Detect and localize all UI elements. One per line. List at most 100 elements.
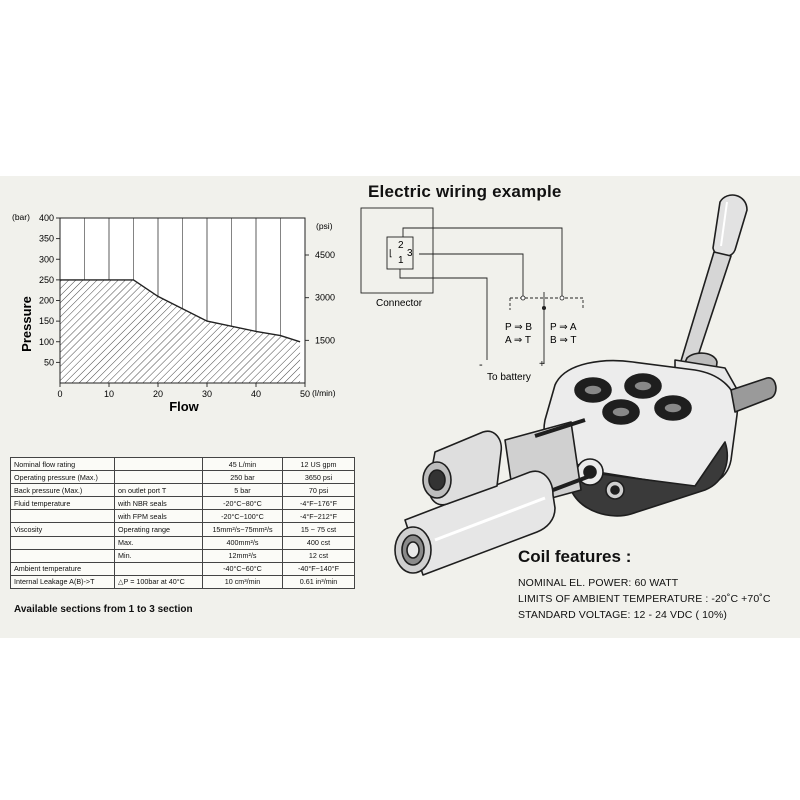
switch-dashed-frame — [510, 297, 584, 310]
spec-param: Internal Leakage A(B)->T — [10, 574, 115, 589]
connector-pin-3: 3 — [407, 248, 413, 259]
x-tick-label: 40 — [251, 389, 261, 399]
side-fitting — [730, 377, 777, 413]
coil-title: Coil features : — [518, 547, 632, 566]
sections-note: Available sections from 1 to 3 section — [14, 604, 193, 615]
x-tick-label: 20 — [153, 389, 163, 399]
connector-label: Connector — [376, 298, 423, 309]
connector-pin-2: 2 — [398, 240, 404, 251]
battery-minus: - — [479, 359, 483, 371]
spec-condition: △P = 100bar at 40°C — [114, 574, 203, 589]
wire-pin3 — [419, 253, 524, 298]
spec-metric: 5 bar — [202, 483, 283, 498]
y-tick-label: 100 — [39, 337, 54, 347]
spec-imperial: 12 cst — [282, 548, 355, 563]
flow-left-1: P ⇒ B — [505, 322, 532, 333]
connector-pin-ground: ⌊ — [389, 248, 393, 258]
x-tick-label: 50 — [300, 389, 310, 399]
battery-label: To battery — [487, 372, 531, 383]
spec-imperial: -4°F~176°F — [282, 496, 355, 511]
valve-illustration — [394, 194, 777, 576]
spec-row: Internal Leakage A(B)->T△P = 100bar at 4… — [10, 574, 355, 589]
spec-condition: on outlet port T — [114, 483, 203, 498]
spec-condition — [114, 561, 203, 576]
y-tick-label: 150 — [39, 316, 54, 326]
flow-right-1: P ⇒ A — [550, 322, 577, 333]
spec-condition: Max. — [114, 535, 203, 550]
tie-rod-2 — [552, 474, 591, 492]
y2-unit-label: (psi) — [316, 221, 333, 231]
spec-metric: 400mm²/s — [202, 535, 283, 550]
spec-metric: -20°C~100°C — [202, 509, 283, 524]
spec-metric: 250 bar — [202, 470, 283, 485]
spec-condition — [114, 470, 203, 485]
x-unit-label: (l/min) — [312, 388, 336, 398]
wire-pin1 — [399, 269, 488, 360]
y-tick-label: 250 — [39, 275, 54, 285]
y2-tick-label: 1500 — [315, 335, 335, 345]
battery-plus: + — [539, 359, 545, 370]
spec-param: Ambient temperature — [10, 561, 115, 576]
flow-right-2: B ⇒ T — [550, 335, 577, 346]
spec-condition: with NBR seals — [114, 496, 203, 511]
spec-param — [10, 509, 115, 524]
wiring-diagram: 2 1 3 ⌊ Connector P ⇒ B A ⇒ T P ⇒ A B ⇒ … — [360, 207, 584, 383]
spec-param — [10, 535, 115, 550]
lever-handle — [678, 194, 748, 381]
wiring-title: Electric wiring example — [368, 182, 562, 201]
spec-param: Back pressure (Max.) — [10, 483, 115, 498]
spec-metric: 45 L/min — [202, 456, 283, 472]
y-tick-label: 350 — [39, 234, 54, 244]
y-tick-label: 300 — [39, 254, 54, 264]
hatched-operating-area — [60, 279, 301, 383]
spec-row: with FPM seals-20°C~100°C-4°F~212°F — [10, 509, 355, 524]
pressure-curve-line — [60, 279, 301, 343]
y-axis-label: Pressure — [19, 296, 34, 352]
spec-param — [10, 548, 115, 563]
spec-metric: 10 cm³/min — [202, 574, 283, 589]
y2-tick-label: 4500 — [315, 250, 335, 260]
pressure-flow-chart: 50 100 150 200 250 300 350 400 1500 3000 4500 0 10… — [12, 212, 336, 414]
spec-imperial: 70 psi — [282, 483, 355, 498]
x-tick-label: 10 — [104, 389, 114, 399]
coil-power: NOMINAL EL. POWER: 60 WATT — [518, 577, 679, 589]
spec-param: Nominal flow rating — [10, 456, 115, 472]
switch-center-node — [541, 305, 547, 311]
spec-metric: 12mm²/s — [202, 548, 283, 563]
spec-metric: -40°C~60°C — [202, 561, 283, 576]
coil-voltage: STANDARD VOLTAGE: 12 - 24 VDC ( 10%) — [518, 609, 727, 621]
spec-condition: Min. — [114, 548, 203, 563]
tie-rod-1 — [534, 418, 586, 438]
spec-condition: with FPM seals — [114, 509, 203, 524]
spec-row: Ambient temperature -40°C~60°C-40°F~140°F — [10, 561, 355, 576]
flow-left-2: A ⇒ T — [505, 335, 531, 346]
spec-condition — [114, 456, 203, 472]
spec-param: Viscosity — [10, 522, 115, 537]
spec-imperial: -4°F~212°F — [282, 509, 355, 524]
x-tick-label: 0 — [57, 389, 62, 399]
terminal-right — [559, 295, 565, 301]
y-tick-label: 50 — [44, 357, 54, 367]
valve-lower-body — [544, 429, 729, 517]
y-tick-label: 200 — [39, 296, 54, 306]
spec-imperial: -40°F~140°F — [282, 561, 355, 576]
x-axis-label: Flow — [169, 399, 199, 414]
spec-imperial: 12 US gpm — [282, 456, 355, 472]
x-tick-label: 30 — [202, 389, 212, 399]
y-tick-label: 400 — [39, 213, 54, 223]
spec-metric: -20°C~80°C — [202, 496, 283, 511]
coil-temperature: LIMITS OF AMBIENT TEMPERATURE : -20˚C +7… — [518, 593, 771, 605]
spec-param: Operating pressure (Max.) — [10, 470, 115, 485]
wire-pin2 — [402, 227, 563, 298]
y2-tick-label: 3000 — [315, 293, 335, 303]
spec-imperial: 3650 psi — [282, 470, 355, 485]
spec-imperial: 400 cst — [282, 535, 355, 550]
terminal-left — [520, 295, 526, 301]
